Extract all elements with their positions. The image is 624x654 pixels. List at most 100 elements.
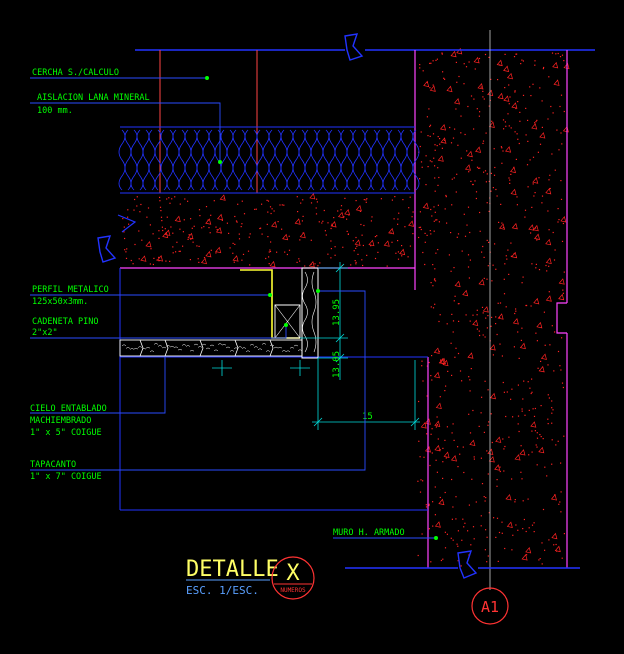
concrete-dot [431, 355, 433, 357]
concrete-dot [450, 232, 452, 234]
concrete-dot [474, 68, 476, 70]
concrete-dot [322, 220, 324, 222]
concrete-dot [520, 339, 522, 341]
concrete-dot [125, 257, 128, 259]
concrete-dot [451, 313, 453, 315]
concrete-dot [318, 221, 320, 223]
concrete-dot [464, 235, 467, 237]
aggregate-mark [433, 371, 440, 379]
aggregate-mark [499, 223, 506, 230]
concrete-dot [532, 156, 535, 158]
concrete-dot [412, 233, 414, 235]
board-grain [161, 346, 167, 349]
concrete-dot [561, 557, 563, 559]
concrete-dot [529, 159, 531, 161]
concrete-dot [487, 315, 489, 317]
wool-loop [406, 129, 414, 191]
aggregate-mark [309, 192, 316, 200]
concrete-dot [514, 131, 516, 133]
concrete-dot [401, 255, 403, 257]
concrete-dot [473, 98, 475, 100]
concrete-dot [235, 220, 238, 222]
concrete-dot [529, 86, 531, 88]
aggregate-mark [217, 213, 224, 221]
concrete-dot [203, 226, 205, 228]
concrete-dot [467, 266, 470, 268]
concrete-dot [190, 218, 192, 220]
concrete-dot [551, 412, 553, 414]
aggregate-mark [532, 177, 539, 184]
concrete-dot [504, 547, 506, 550]
concrete-dot [535, 332, 537, 334]
concrete-dot [527, 186, 529, 188]
concrete-dot [232, 252, 234, 254]
concrete-dot [496, 479, 498, 481]
concrete-dot [527, 140, 529, 142]
concrete-dot [504, 263, 506, 265]
concrete-dot [533, 531, 535, 533]
concrete-dot [454, 356, 456, 358]
concrete-dot [393, 218, 395, 220]
concrete-dot [549, 174, 551, 176]
concrete-dot [499, 470, 501, 473]
concrete-dot [514, 90, 516, 92]
concrete-dot [361, 234, 363, 236]
aggregate-mark [308, 261, 315, 268]
concrete-dot [247, 250, 250, 252]
concrete-dot [436, 58, 438, 60]
wool-loop [340, 129, 348, 191]
concrete-dot [520, 471, 522, 473]
aggregate-mark [506, 521, 513, 528]
concrete-dot [535, 227, 537, 229]
concrete-dot [534, 122, 536, 124]
concrete-dot [517, 101, 519, 103]
concrete-dot [530, 232, 532, 234]
wool-loop [382, 129, 390, 191]
concrete-dot [466, 150, 468, 152]
concrete-dot [548, 229, 550, 231]
concrete-dot [523, 518, 525, 521]
concrete-dot [553, 370, 555, 372]
concrete-dot [560, 180, 562, 182]
concrete-dot [232, 242, 234, 244]
concrete-dot [422, 251, 424, 254]
concrete-dot [485, 181, 487, 183]
concrete-dot [426, 116, 428, 118]
aggregate-mark [434, 444, 441, 452]
concrete-dot [249, 264, 251, 266]
concrete-dot [418, 226, 420, 229]
board-grain [293, 344, 299, 347]
concrete-dot [551, 439, 553, 441]
concrete-dot [350, 264, 352, 266]
concrete-dot [361, 259, 363, 261]
concrete-dot [198, 209, 201, 211]
concrete-dot [484, 380, 486, 382]
concrete-dot [374, 257, 377, 260]
concrete-dot [437, 167, 439, 169]
board-grain [249, 344, 255, 346]
aggregate-mark [539, 132, 546, 139]
aggregate-mark [467, 352, 474, 359]
board-grain [265, 350, 271, 352]
concrete-dot [457, 352, 460, 355]
concrete-dot [507, 249, 509, 251]
concrete-dot [419, 456, 421, 458]
concrete-dot [340, 209, 342, 211]
concrete-dot [267, 211, 269, 213]
concrete-dot [160, 216, 163, 218]
aggregate-mark [355, 204, 362, 212]
concrete-dot [518, 430, 520, 433]
concrete-dot [483, 496, 485, 498]
wool-loop [316, 129, 324, 191]
concrete-dot [421, 365, 423, 367]
concrete-dot [437, 184, 439, 186]
concrete-dot [428, 528, 430, 530]
aggregate-mark [408, 220, 415, 227]
label-aislacion-2: 100 mm. [37, 106, 73, 116]
concrete-dot [152, 263, 154, 266]
concrete-dot [556, 129, 558, 131]
concrete-dot [443, 77, 445, 79]
concrete-dot [464, 522, 466, 524]
concrete-dot [476, 328, 478, 330]
concrete-dot [419, 67, 421, 69]
